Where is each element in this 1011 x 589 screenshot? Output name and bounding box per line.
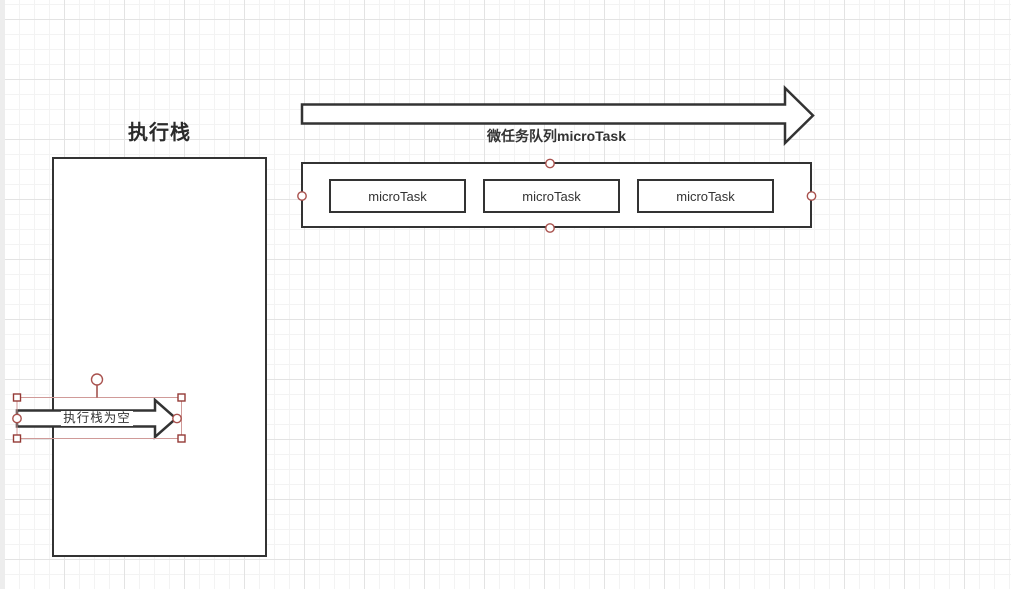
endpoint-handle-left[interactable] (12, 413, 22, 424)
microtask-box-1[interactable]: microTask (329, 179, 466, 213)
microtask-box-3[interactable]: microTask (637, 179, 774, 213)
canvas-left-edge (0, 0, 5, 589)
microtask-box-3-label: microTask (676, 188, 735, 204)
execution-stack-title: 执行栈 (128, 122, 191, 144)
resize-handle-bottom-left[interactable] (12, 434, 22, 443)
empty-stack-arrow-label: 执行栈为空 (61, 411, 133, 426)
microtask-queue-title: 微任务队列microTask (487, 128, 626, 144)
microtask-box-2[interactable]: microTask (483, 179, 620, 213)
execution-stack-rect[interactable] (52, 157, 267, 557)
resize-handle-top-left[interactable] (12, 393, 22, 402)
microtask-box-1-label: microTask (368, 188, 427, 204)
microtask-box-2-label: microTask (522, 188, 581, 204)
